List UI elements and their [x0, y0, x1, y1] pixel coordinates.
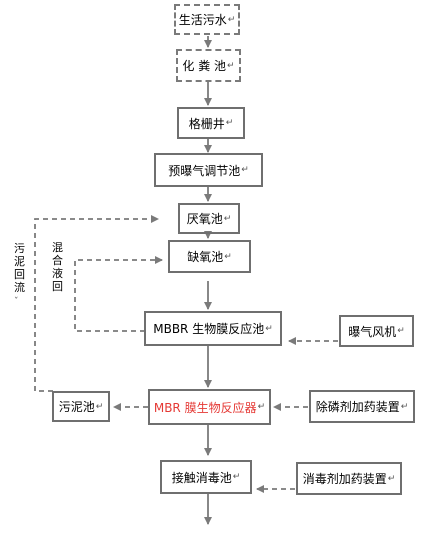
- mbbr-tank-box: MBBR 生物膜反应池↵: [144, 311, 282, 346]
- aeration-blower-label: 曝气风机: [348, 324, 397, 339]
- mbr-reactor-box: MBR 膜生物反应器↵: [148, 389, 271, 425]
- mixed-liquor-return-line: [74, 256, 163, 332]
- pre-aeration-tank-label: 预曝气调节池: [168, 163, 241, 178]
- phosphorus-dosing-label: 除磷剂加药装置: [315, 400, 400, 414]
- phosphorus-dosing-box: 除磷剂加药装置↵: [309, 390, 415, 423]
- sludge-return-label: 污泥回流ˇ: [14, 242, 25, 307]
- septic-tank-box: 化 粪 池↵: [176, 49, 241, 82]
- screen-well-box: 格栅井↵: [177, 107, 245, 139]
- mixed-liquor-return-label: 混合液回: [52, 241, 63, 293]
- anoxic-tank-label: 缺氧池: [187, 250, 224, 264]
- pre-aeration-tank-box: 预曝气调节池↵: [154, 153, 263, 187]
- contact-disinfection-tank-label: 接触消毒池: [171, 470, 232, 485]
- contact-disinfection-tank-box: 接触消毒池↵: [160, 460, 252, 494]
- anaerobic-tank-box: 厌氧池↵: [178, 203, 240, 234]
- mbr-reactor-label: MBR 膜生物反应器: [153, 400, 257, 415]
- disinfectant-dosing-label: 消毒剂加药装置: [302, 472, 387, 486]
- sludge-return-line: [34, 215, 159, 392]
- domestic-sewage-label: 生活污水: [178, 13, 227, 27]
- sludge-tank-box: 污泥池↵: [52, 391, 110, 422]
- mbbr-tank-label: MBBR 生物膜反应池: [153, 322, 265, 336]
- screen-well-label: 格栅井: [188, 116, 225, 131]
- aeration-blower-box: 曝气风机↵: [339, 315, 414, 347]
- sludge-tank-label: 污泥池: [58, 400, 95, 414]
- anaerobic-tank-label: 厌氧池: [186, 212, 223, 226]
- disinfectant-dosing-box: 消毒剂加药装置↵: [296, 462, 402, 495]
- domestic-sewage-box: 生活污水↵: [174, 4, 240, 35]
- septic-tank-label: 化 粪 池: [182, 59, 227, 73]
- anoxic-tank-box: 缺氧池↵: [168, 240, 251, 273]
